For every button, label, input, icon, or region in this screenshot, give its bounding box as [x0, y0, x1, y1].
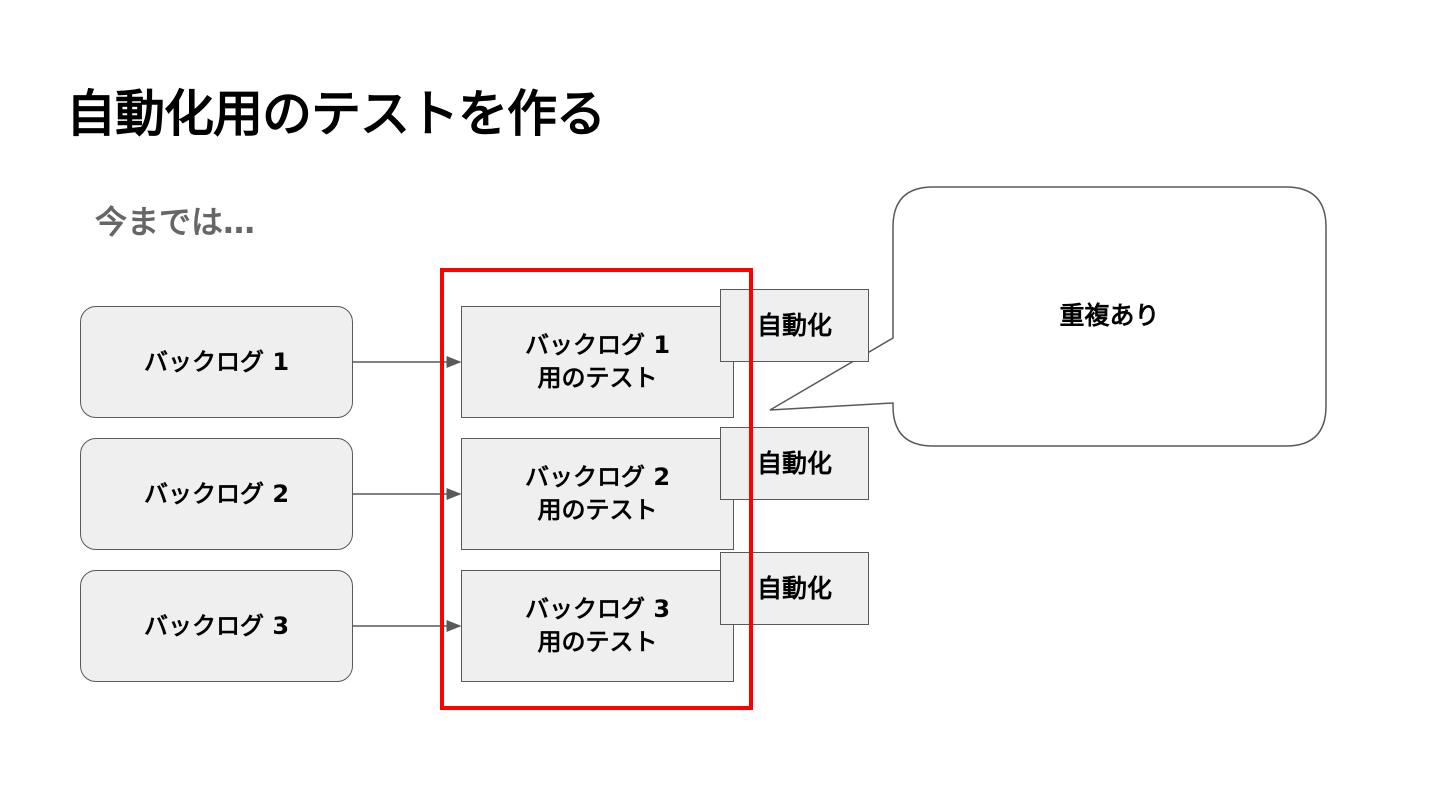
- automation-box-1: 自動化: [720, 289, 869, 362]
- callout-bubble: [769, 186, 1327, 447]
- backlog-label: バックログ 2: [143, 479, 290, 508]
- backlog-label: バックログ 1: [143, 347, 290, 376]
- automation-label: 自動化: [756, 449, 832, 478]
- test-box-3: バックログ 3 用のテスト: [461, 570, 734, 682]
- backlog-box-3: バックログ 3: [80, 570, 353, 682]
- backlog-label: バックログ 3: [143, 611, 290, 640]
- automation-label: 自動化: [756, 311, 832, 340]
- slide-subtitle: 今までは…: [95, 203, 256, 241]
- test-label: バックログ 1 用のテスト: [524, 331, 671, 392]
- highlight-frame: [440, 268, 753, 710]
- callout-label: 重複あり: [1059, 301, 1160, 330]
- automation-box-3: 自動化: [720, 552, 869, 625]
- test-label: バックログ 2 用のテスト: [524, 463, 671, 524]
- test-box-2: バックログ 2 用のテスト: [461, 438, 734, 550]
- backlog-box-2: バックログ 2: [80, 438, 353, 550]
- automation-label: 自動化: [756, 574, 832, 603]
- slide-title: 自動化用のテストを作る: [66, 85, 606, 143]
- test-box-1: バックログ 1 用のテスト: [461, 306, 734, 418]
- test-label: バックログ 3 用のテスト: [524, 595, 671, 656]
- backlog-box-1: バックログ 1: [80, 306, 353, 418]
- automation-box-2: 自動化: [720, 427, 869, 500]
